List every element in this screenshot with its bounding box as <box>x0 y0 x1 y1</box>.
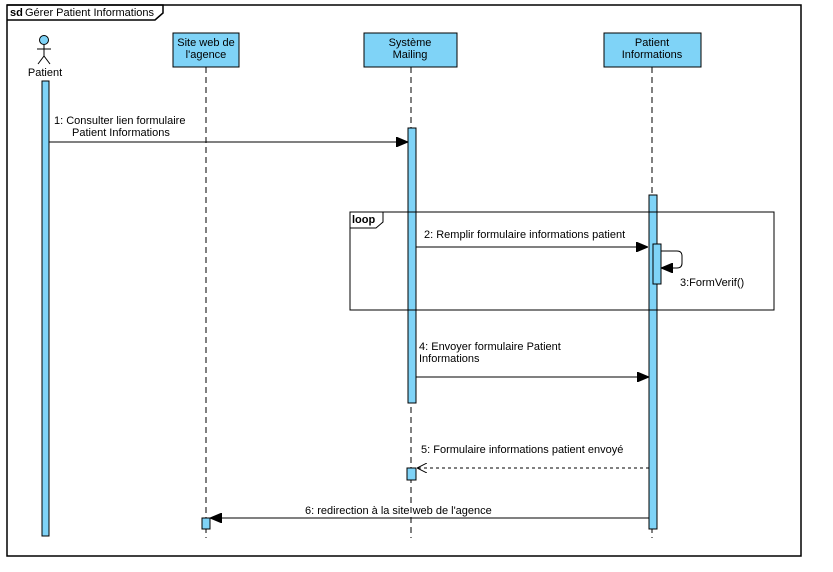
site-web-label-line2: l'agence <box>186 49 227 61</box>
loop-fragment-tab <box>350 211 384 229</box>
lifeline-site-web: Site web de l'agence <box>172 32 240 538</box>
message-5: 5: Formulaire informations patient envoy… <box>417 444 649 468</box>
message-6-label: 6: redirection à la site web de l'agence <box>305 505 492 517</box>
loop-operator-label: loop <box>352 214 375 226</box>
diagram-frame <box>6 4 802 557</box>
site-web-activation <box>201 517 211 530</box>
site-web-label-line1: Site web de <box>177 37 234 49</box>
actor-patient: Patient <box>28 35 62 79</box>
message-4: 4: Envoyer formulaire Patient Informatio… <box>416 341 648 377</box>
systeme-mailing-label-line2: Mailing <box>393 49 428 61</box>
patient-informations-label-line2: Informations <box>622 49 683 61</box>
actor-head-icon <box>39 35 49 45</box>
patient-informations-activation <box>648 194 658 530</box>
actor-patient-label: Patient <box>28 67 62 79</box>
patient-informations-label-line1: Patient <box>635 37 669 49</box>
message-1-label-line1: 1: Consulter lien formulaire <box>54 115 185 127</box>
patient-informations-self-activation <box>652 243 662 285</box>
message-3-label: 3:FormVerif() <box>680 277 744 289</box>
loop-fragment: loop <box>349 211 775 311</box>
loop-fragment-frame <box>349 211 775 311</box>
lifeline-systeme-mailing: Système Mailing <box>363 32 458 538</box>
systeme-mailing-label-line1: Système <box>389 37 432 49</box>
systeme-mailing-activation-2 <box>406 467 417 481</box>
lifeline-patient-informations: Patient Informations <box>603 32 702 538</box>
message-3-arrow <box>661 250 683 268</box>
message-2: 2: Remplir formulaire informations patie… <box>416 229 647 247</box>
message-1: 1: Consulter lien formulaire Patient Inf… <box>49 115 407 142</box>
message-4-label-line2: Informations <box>419 353 480 365</box>
message-6: 6: redirection à la site web de l'agence <box>211 505 649 518</box>
diagram-title: Gérer Patient Informations <box>25 7 155 19</box>
lifeline-head-patient-informations <box>603 32 702 68</box>
message-5-label: 5: Formulaire informations patient envoy… <box>421 444 623 456</box>
message-1-label-line2: Patient Informations <box>72 127 170 139</box>
diagram-title-tab <box>7 4 164 21</box>
diagram-kind-label: sd <box>10 7 23 19</box>
message-2-label: 2: Remplir formulaire informations patie… <box>424 229 625 241</box>
systeme-mailing-activation <box>407 127 417 404</box>
message-3: 3:FormVerif() <box>661 250 744 289</box>
patient-activation <box>41 80 50 537</box>
message-4-label-line1: 4: Envoyer formulaire Patient <box>419 341 561 353</box>
lifeline-head-site-web <box>172 32 240 68</box>
